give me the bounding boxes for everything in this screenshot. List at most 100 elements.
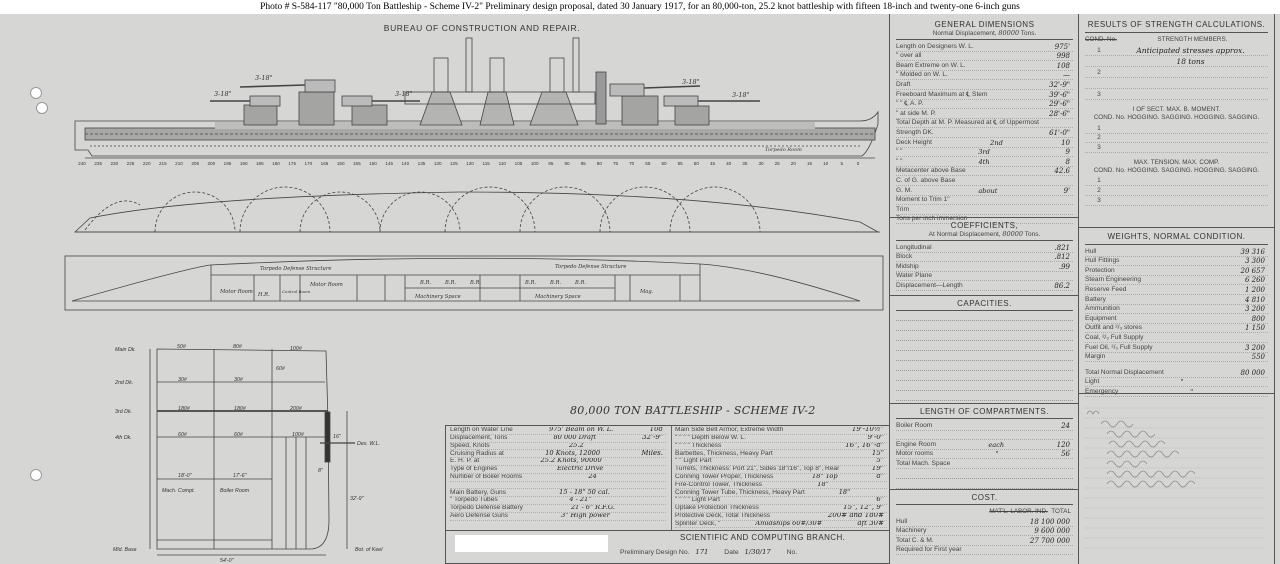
row-label: Protection: [1085, 266, 1115, 274]
row-number: 3: [1097, 143, 1101, 151]
row-label: Total Normal Displacement: [1085, 368, 1164, 376]
characteristic-row: Turrets, Thickness: Port 21", Sides 18"/…: [675, 466, 887, 474]
frame-number: 145: [385, 161, 393, 166]
frame-number: 225: [127, 161, 135, 166]
subtitle-value: 80000: [998, 29, 1020, 37]
waterline-label: Des. W.L.: [357, 441, 380, 447]
row-note: 25.2 Knots, 90000: [540, 458, 602, 465]
frame-number: 45: [710, 161, 716, 166]
dimension-label: 17'-6": [233, 473, 248, 479]
gun-label: 3-18": [395, 90, 413, 98]
frame-number: 35: [742, 161, 748, 166]
frame-number: 230: [110, 161, 118, 166]
plating-label: 30#: [234, 377, 243, 383]
hold-outline: [71, 257, 861, 302]
characteristic-row: Splinter Deck, "Amidships 60#/30#aft 30#: [675, 521, 887, 529]
row-label: Hull: [1085, 247, 1097, 255]
frame-number: 195: [224, 161, 232, 166]
redaction-box: [455, 535, 608, 552]
dimension-row: " " ℄ A. P.29'-6": [896, 100, 1073, 110]
section-title: GENERAL DIMENSIONS: [934, 20, 1035, 29]
row-label: Conning Tower Tube, Thickness, Heavy Par…: [675, 489, 805, 496]
armor-belt-section: [324, 411, 331, 463]
deck-plan: [73, 186, 880, 233]
coefficient-row: Block.812: [896, 253, 1073, 263]
row-number: 2: [1097, 186, 1101, 194]
plating-label: 180#: [234, 406, 246, 412]
compartment-row: [896, 431, 1073, 441]
hold-label: B.R.: [574, 280, 586, 286]
prelim-label: Preliminary Design No.: [620, 549, 690, 556]
row-value: aft 30#: [857, 520, 884, 527]
general-dimensions: GENERAL DIMENSIONS Normal Displacement, …: [890, 17, 1079, 225]
row-note: 21 - 6" R.F.G.: [570, 504, 615, 512]
row-value: 16", 16"-8": [845, 442, 884, 449]
row-label: Hull: [896, 517, 908, 525]
row-label: " ": [896, 157, 903, 165]
subtitle-label: At Normal Displacement,: [928, 231, 1001, 238]
inboard-profile: [74, 37, 879, 159]
row-label: Hull Fittings: [1085, 257, 1120, 265]
frame-number: 125: [450, 161, 458, 166]
dimension-row: " at side M. P.28'-6": [896, 109, 1073, 119]
row-value: 28'-6": [1049, 109, 1070, 118]
row-value: 108: [1056, 61, 1070, 70]
row-label: Emergency: [1085, 387, 1119, 395]
row-label: " Torpedo Tubes: [450, 497, 498, 504]
dimension-row: Moment to Trim 1": [896, 196, 1073, 206]
cost-row: Total C. & M.27 700 000: [896, 536, 1073, 546]
design-number: 171: [695, 548, 709, 556]
row-value: 6 260: [1244, 276, 1265, 285]
row-label: " " " " Thickness: [675, 442, 722, 449]
row-label: Total Depth at M. P. Measured at ℄ of Up…: [896, 119, 1040, 127]
row-label: Tons per inch immersion: [896, 215, 968, 223]
row-label: E. H. P. at: [450, 458, 480, 465]
hold-label: B.R.: [469, 280, 481, 286]
coefficient-row: Water Plane: [896, 272, 1073, 282]
row-value: 800: [1251, 314, 1265, 323]
date-label: Date: [724, 549, 739, 556]
row-note: 15 - 18" 50 cal.: [559, 489, 610, 496]
hold-label: Motor Room: [309, 282, 343, 288]
data-panel-strength: RESULTS OF STRENGTH CALCULATIONS. COND. …: [1078, 14, 1275, 564]
row-value: .812: [1054, 253, 1070, 262]
frame-number: 85: [581, 161, 587, 166]
deck-label: Mld. Base: [113, 547, 137, 553]
row-value: 32'-9": [642, 434, 663, 442]
dimension-row: Total Depth at M. P. Measured at ℄ of Up…: [896, 119, 1073, 129]
row-label: " Molded on W. L.: [896, 71, 948, 79]
row-value: —: [1063, 71, 1070, 80]
frame-number: 130: [434, 161, 442, 166]
plating-label: 100#: [290, 346, 302, 352]
frame-number: 70: [629, 161, 635, 166]
frame-number: 175: [288, 161, 296, 166]
row-label: Strength DK.: [896, 128, 934, 136]
subtitle-unit: Tons.: [1020, 30, 1037, 37]
frame-number: 30: [758, 161, 764, 166]
row-label: Main Side Belt Armor, Extreme Width: [675, 427, 784, 434]
coefficient-row: Midship.99: [896, 262, 1073, 272]
row-label: Deck Height: [896, 138, 932, 146]
frame-number: 90: [564, 161, 570, 166]
row-label: " " " " Depth Below W. L.: [675, 434, 746, 442]
gun-label: 3-18": [682, 78, 700, 86]
dimension-row: " Molded on W. L. —: [896, 71, 1073, 81]
dimension-row: Strength DK.61'-0": [896, 128, 1073, 138]
row-label: Boiler Room: [896, 421, 933, 429]
hold-label: B.R.: [444, 280, 456, 286]
row-note: 2nd: [990, 138, 1003, 147]
row-value: 86.2: [1054, 281, 1070, 290]
plan-outline: [73, 191, 880, 233]
row-number: 1: [1097, 47, 1101, 54]
compartment-row: Total Mach. Space: [896, 459, 1073, 469]
